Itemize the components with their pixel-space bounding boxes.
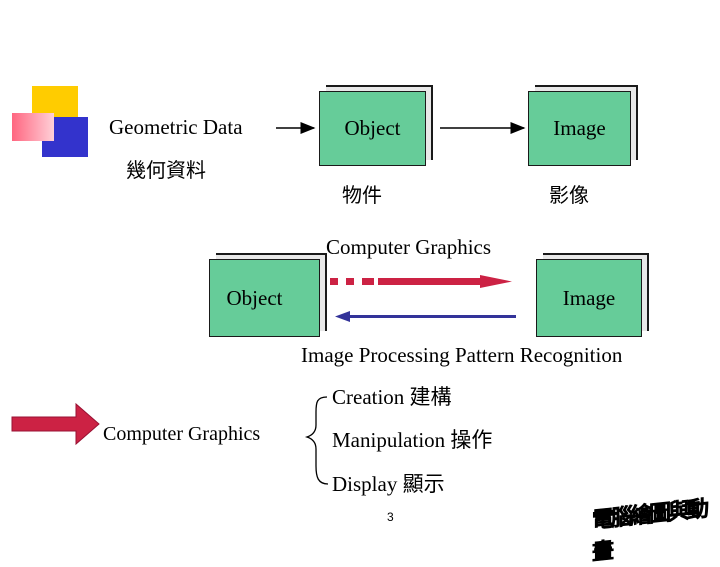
- manipulation-item: Manipulation 操作: [332, 428, 493, 452]
- geometric-data-label: Geometric Data: [109, 115, 243, 139]
- image-zh-label: 影像: [549, 183, 589, 207]
- decor-pink-gradient-bar: [12, 113, 54, 141]
- image-box-top: Image: [528, 91, 631, 166]
- brace-bracket: [304, 396, 329, 485]
- object-box-middle-label: Object: [226, 285, 283, 310]
- computer-graphics-middle-label: Computer Graphics: [326, 235, 492, 259]
- image-processing-pattern-recognition-label: Image Processing Pattern Recognition: [301, 343, 623, 367]
- image-box-middle: Image: [536, 259, 642, 337]
- object-box-top: Object: [319, 91, 426, 166]
- object-box-middle: Object: [209, 259, 320, 337]
- object-zh-label: 物件: [342, 183, 382, 207]
- creation-item: Creation 建構: [332, 385, 452, 409]
- object-box-top-label: Object: [344, 116, 401, 140]
- computer-graphics-bottom-label: Computer Graphics: [103, 423, 261, 445]
- red-block-arrow-bottom: [11, 402, 100, 446]
- diagram-connectors: [11, 122, 526, 485]
- course-logo: 電腦繪圖與動畫: [592, 496, 707, 566]
- page-number: 3: [387, 510, 394, 524]
- red-arrow-object-to-image: [330, 275, 512, 288]
- image-box-middle-label: Image: [562, 285, 616, 310]
- display-item: Display 顯示: [332, 472, 445, 496]
- geometric-data-zh-label: 幾何資料: [126, 158, 206, 182]
- blue-arrow-image-to-object: [335, 311, 516, 322]
- image-box-top-label: Image: [553, 116, 606, 140]
